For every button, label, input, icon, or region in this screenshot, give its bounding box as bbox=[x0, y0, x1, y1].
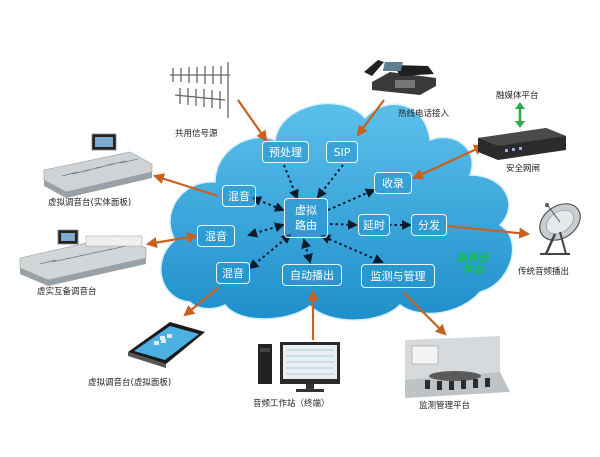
label-virtual-backup-console: 虚实互备调音台 bbox=[37, 287, 97, 297]
label-media-platform: 融媒体平台 bbox=[496, 91, 539, 101]
mix-node-3: 混音 bbox=[216, 262, 250, 284]
label-virtual-console-panel: 虚拟调音台(虚拟面板) bbox=[88, 378, 172, 388]
internal-routes bbox=[247, 164, 412, 270]
label-traditional-audio-out: 传统音频播出 bbox=[518, 267, 570, 277]
label-hotline: 热线电话接入 bbox=[398, 109, 450, 119]
private-cloud-tag-line2: 平台 bbox=[462, 264, 484, 276]
desk-phone-icon bbox=[364, 60, 436, 95]
monitor-manage-node: 监测与管理 bbox=[361, 264, 435, 288]
label-security-gateway: 安全网闸 bbox=[506, 164, 541, 174]
delay-node: 延时 bbox=[358, 214, 390, 236]
distribute-node: 分发 bbox=[411, 214, 447, 236]
sync-arrow-icon bbox=[515, 102, 525, 128]
private-cloud-tag: 私有云 平台 bbox=[448, 252, 498, 276]
connector-console-physical bbox=[152, 173, 219, 198]
workstation-icon bbox=[258, 342, 340, 392]
antenna-icon bbox=[170, 62, 230, 118]
monitoring-room-icon bbox=[405, 336, 510, 398]
label-audio-workstation: 音频工作站（终端） bbox=[253, 399, 330, 409]
satellite-dish-icon bbox=[539, 203, 581, 255]
backup-console-icon bbox=[19, 229, 147, 286]
connector-phone bbox=[356, 99, 385, 137]
connector-console-backup bbox=[145, 232, 199, 248]
record-node: 收录 bbox=[374, 172, 412, 194]
connector-tablet bbox=[183, 287, 219, 317]
auto-playout-node: 自动播出 bbox=[282, 264, 342, 286]
label-shared-signal: 共用信号源 bbox=[175, 129, 218, 139]
private-cloud-tag-line1: 私有云 bbox=[457, 252, 489, 264]
security-gateway-icon bbox=[478, 128, 566, 160]
tablet-icon bbox=[128, 322, 205, 368]
label-virtual-console-physical: 虚拟调音台(实体面板) bbox=[48, 198, 132, 208]
virtual-router-node: 虚拟 路由 bbox=[284, 198, 328, 238]
preprocess-node: 预处理 bbox=[262, 141, 309, 163]
mixing-console-icon bbox=[43, 133, 153, 198]
external-connectors bbox=[145, 99, 531, 340]
connector-monitoring bbox=[402, 291, 447, 336]
label-monitoring-platform: 监测管理平台 bbox=[419, 401, 471, 411]
connector-gateway bbox=[412, 144, 485, 180]
connector-satellite bbox=[445, 224, 531, 239]
connector-antenna bbox=[237, 99, 268, 142]
mix-node-2: 混音 bbox=[197, 225, 235, 247]
sip-node: SIP bbox=[326, 141, 358, 163]
mix-node-1: 混音 bbox=[222, 185, 256, 207]
